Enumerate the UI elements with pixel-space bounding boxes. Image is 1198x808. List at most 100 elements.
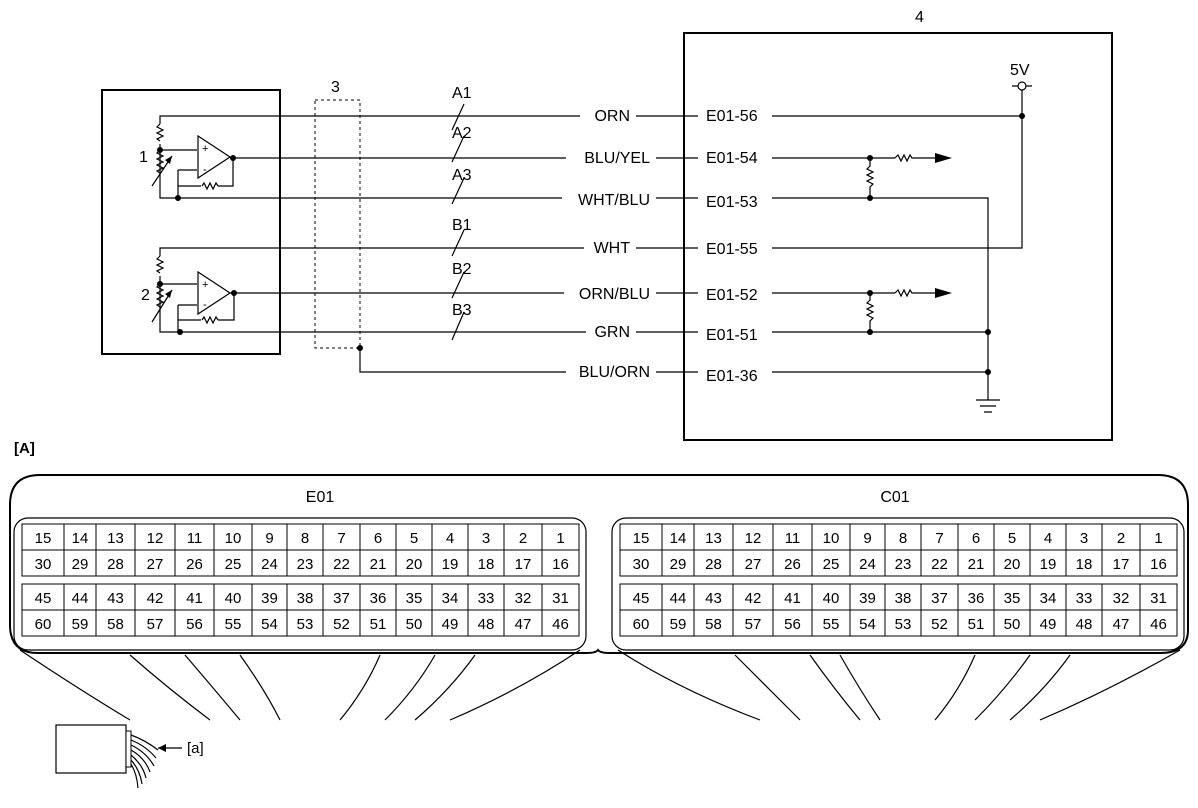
pin-number: 16 <box>552 556 569 573</box>
pin-cell <box>174 523 215 551</box>
pin-cell <box>251 583 288 611</box>
pin-number: 14 <box>72 530 89 547</box>
pin-cell <box>541 609 580 637</box>
pin-cell <box>811 583 851 611</box>
wire-shield-color: BLU/ORN <box>579 364 650 381</box>
pin-cell <box>286 609 324 637</box>
pin-number: 1 <box>556 530 564 547</box>
pin-number: 21 <box>370 556 387 573</box>
pin-number: 42 <box>745 590 762 607</box>
pin-cell <box>993 583 1031 611</box>
pin-number: 50 <box>1004 616 1021 633</box>
pin-number: 5 <box>1008 530 1016 547</box>
pin-cell <box>1139 549 1178 577</box>
pin-number: 19 <box>442 556 459 573</box>
pin-cell <box>322 583 361 611</box>
pin-number: 7 <box>935 530 943 547</box>
pin-number: 34 <box>1040 590 1057 607</box>
pin-number: 9 <box>863 530 871 547</box>
pin-number: 12 <box>147 530 164 547</box>
sensor-1-callout: 1 <box>139 149 148 166</box>
pin-number: 16 <box>1150 556 1167 573</box>
pin-cell <box>63 583 97 611</box>
pin-cell <box>957 549 995 577</box>
pin-cell <box>811 609 851 637</box>
pin-number: 2 <box>1117 530 1125 547</box>
pin-number: 8 <box>899 530 907 547</box>
pin-cell <box>286 549 324 577</box>
pin-cell <box>619 583 663 611</box>
pin-number: 27 <box>745 556 762 573</box>
pin-number: 36 <box>968 590 985 607</box>
sensor-box <box>101 89 281 355</box>
pin-number: 53 <box>895 616 912 633</box>
pin-cell <box>619 549 663 577</box>
wire-shield-drain: BLU/ORN E01-36 <box>357 345 758 385</box>
pin-number: 50 <box>406 616 423 633</box>
pin-number: 18 <box>478 556 495 573</box>
pin-number: 29 <box>72 556 89 573</box>
pin-number: 31 <box>552 590 569 607</box>
pin-number: 49 <box>442 616 459 633</box>
pin-number: 17 <box>1113 556 1130 573</box>
pin-number: 4 <box>446 530 454 547</box>
pin-cell <box>1139 583 1178 611</box>
pin-number: 25 <box>225 556 242 573</box>
block-e01-label: E01 <box>306 489 335 506</box>
pin-number: 41 <box>784 590 801 607</box>
pin-number: 26 <box>186 556 203 573</box>
pin-cell <box>661 523 695 551</box>
pin-cell <box>661 549 695 577</box>
pin-cell <box>503 549 543 577</box>
shield-callout: 3 <box>331 79 340 96</box>
pin-number: 48 <box>1076 616 1093 633</box>
sensor-2-callout: 2 <box>141 287 150 304</box>
pin-number: 18 <box>1076 556 1093 573</box>
pin-number: 7 <box>337 530 345 547</box>
pin-number: 15 <box>35 530 52 547</box>
pin-cell <box>467 549 505 577</box>
wire-shield-pin: E01-36 <box>706 368 758 385</box>
wire-b2: B2 ORN/BLU E01-52 <box>280 261 758 304</box>
harness-wires <box>19 649 1181 721</box>
pin-cell <box>1065 549 1103 577</box>
pin-number: 44 <box>72 590 89 607</box>
pin-number: 35 <box>1004 590 1021 607</box>
pin-cell <box>395 583 433 611</box>
pin-cell <box>213 609 253 637</box>
pin-number: 9 <box>265 530 273 547</box>
pin-number: 14 <box>670 530 687 547</box>
pin-cell <box>732 583 774 611</box>
pin-number: 3 <box>1080 530 1088 547</box>
pin-number: 60 <box>35 616 52 633</box>
pin-number: 45 <box>633 590 650 607</box>
pin-cell <box>134 523 176 551</box>
pin-number: 19 <box>1040 556 1057 573</box>
svg-text:+: + <box>202 279 208 291</box>
pin-number: 15 <box>633 530 650 547</box>
wire-b3-color: GRN <box>594 324 630 341</box>
pin-number: 49 <box>1040 616 1057 633</box>
pin-number: 54 <box>859 616 876 633</box>
pin-number: 47 <box>515 616 532 633</box>
pin-cell <box>431 609 469 637</box>
pin-number: 17 <box>515 556 532 573</box>
pin-cell <box>1139 523 1178 551</box>
svg-text:-: - <box>203 299 207 311</box>
pin-number: 58 <box>705 616 722 633</box>
pin-number: 10 <box>225 530 242 547</box>
pin-cell <box>21 549 65 577</box>
wire-b1-color: WHT <box>594 240 631 257</box>
pin-cell <box>21 583 65 611</box>
wire-a1-color: ORN <box>594 108 630 125</box>
wire-b2-color: ORN/BLU <box>579 286 650 303</box>
pin-number: 31 <box>1150 590 1167 607</box>
pin-cell <box>251 523 288 551</box>
pin-number: 29 <box>670 556 687 573</box>
pin-cell <box>359 583 397 611</box>
pin-cell <box>213 583 253 611</box>
connector-housing <box>9 474 1189 654</box>
pin-number: 37 <box>333 590 350 607</box>
